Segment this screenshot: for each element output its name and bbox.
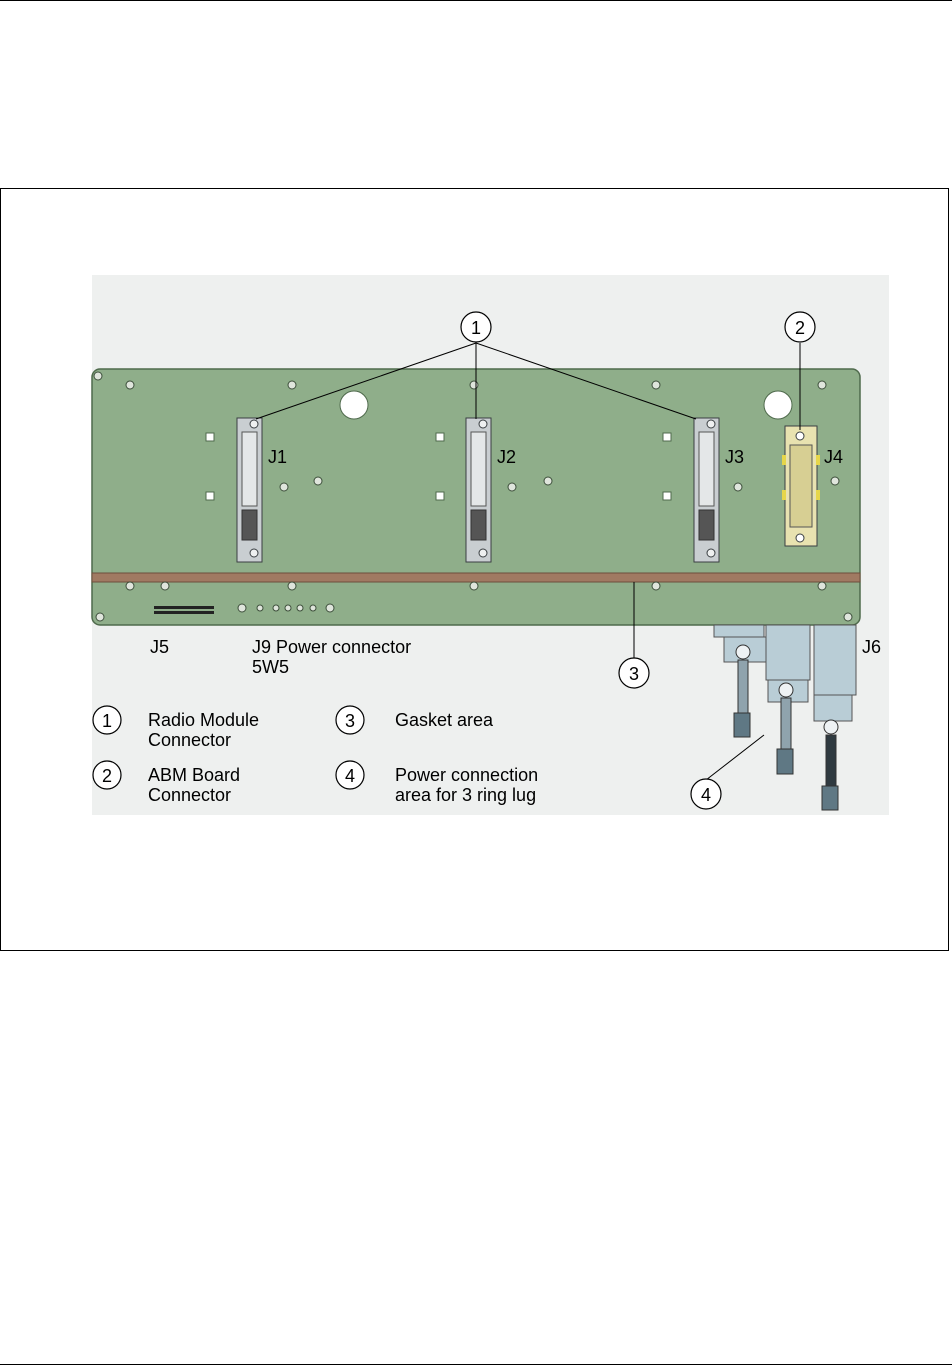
label-j4: J4	[824, 447, 843, 467]
mounting-hole	[340, 391, 368, 419]
svg-text:2: 2	[102, 766, 112, 786]
gasket-strip	[92, 573, 860, 582]
label-j2: J2	[497, 447, 516, 467]
legend: 1 Radio Module Connector 2 ABM Board Con…	[93, 706, 538, 805]
label-j9-line1: J9 Power connector	[252, 637, 411, 657]
callout-1: 1	[461, 312, 491, 342]
label-j5: J5	[150, 637, 169, 657]
label-j1: J1	[268, 447, 287, 467]
svg-text:3: 3	[629, 664, 639, 684]
svg-text:1: 1	[102, 711, 112, 731]
connector-j1	[237, 418, 262, 562]
legend-item-3: 3 Gasket area	[336, 706, 494, 734]
label-j3: J3	[725, 447, 744, 467]
svg-text:Connector: Connector	[148, 730, 231, 750]
legend-item-1: 1 Radio Module Connector	[93, 706, 259, 750]
svg-text:2: 2	[795, 318, 805, 338]
svg-text:4: 4	[701, 785, 711, 805]
svg-text:Gasket area: Gasket area	[395, 710, 494, 730]
connector-j2	[466, 418, 491, 562]
svg-text:ABM Board: ABM Board	[148, 765, 240, 785]
footer-rule	[0, 1364, 952, 1365]
mounting-hole	[764, 391, 792, 419]
svg-text:4: 4	[345, 766, 355, 786]
legend-item-4: 4 Power connection area for 3 ring lug	[336, 761, 538, 805]
svg-text:Radio Module: Radio Module	[148, 710, 259, 730]
callout-3: 3	[619, 658, 649, 688]
svg-text:1: 1	[471, 318, 481, 338]
callout-2: 2	[785, 312, 815, 342]
svg-text:Power connection: Power connection	[395, 765, 538, 785]
callout-4: 4	[691, 779, 721, 809]
label-j6: J6	[862, 637, 881, 657]
svg-text:3: 3	[345, 711, 355, 731]
svg-text:Connector: Connector	[148, 785, 231, 805]
label-j9-line2: 5W5	[252, 657, 289, 677]
svg-text:area for 3 ring lug: area for 3 ring lug	[395, 785, 536, 805]
legend-item-2: 2 ABM Board Connector	[93, 761, 240, 805]
connector-j3	[694, 418, 719, 562]
connector-j4	[782, 426, 820, 546]
